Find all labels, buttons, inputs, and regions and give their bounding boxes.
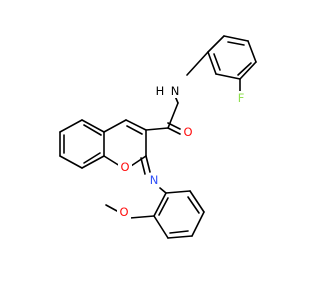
aromatic-bond [227, 41, 245, 46]
label-mask [118, 160, 132, 174]
bond [239, 61, 257, 80]
label-mask [234, 91, 248, 105]
bond [223, 35, 249, 42]
bond [167, 122, 181, 130]
aromatic-bond [169, 230, 189, 234]
bond [167, 235, 193, 239]
aromatic-bond [83, 124, 102, 136]
bond [105, 204, 118, 212]
bond [186, 51, 209, 76]
bond [103, 155, 121, 167]
bond [153, 192, 167, 217]
aromatic-bond [158, 197, 169, 216]
bond [159, 187, 167, 194]
atom-label-ring-oxygen: O [120, 160, 129, 174]
bond [145, 155, 151, 173]
bond [215, 73, 241, 80]
bond [59, 155, 83, 169]
double-bond [126, 125, 143, 135]
atom-label-hydrogen: H [156, 84, 165, 98]
bond [167, 127, 181, 135]
label-mask [117, 205, 131, 219]
bond [191, 211, 205, 237]
bond [59, 119, 83, 133]
bond [103, 119, 127, 133]
bond [189, 190, 205, 213]
atom-label-fluorine: F [238, 91, 245, 105]
bond [145, 127, 169, 131]
aromatic-bond [83, 152, 101, 164]
bond [125, 119, 147, 131]
bond [247, 40, 257, 63]
aromatic-bond [237, 62, 252, 76]
atom-label-carbonyl-oxygen: O [183, 125, 192, 139]
atom-label-methoxy-oxygen: O [119, 205, 128, 219]
bond [81, 119, 105, 133]
bond [207, 35, 225, 53]
bond [207, 51, 217, 75]
chemical-structure: H N O F O N O [59, 35, 257, 239]
atom-label-amide-nitrogen: N [171, 84, 180, 98]
bond [130, 155, 147, 167]
aromatic-bond [187, 196, 200, 214]
atom-label-layer: H N O F O N O [117, 84, 248, 219]
bond-layer [59, 35, 257, 239]
bond [140, 157, 146, 175]
bond [165, 190, 191, 194]
bond [153, 215, 169, 239]
label-mask [181, 125, 195, 139]
aromatic-bond [213, 53, 221, 71]
atom-label-imine-nitrogen: N [150, 173, 159, 187]
label-mask [152, 84, 184, 98]
bond [81, 155, 105, 169]
label-mask [147, 173, 161, 187]
bond [129, 215, 155, 219]
